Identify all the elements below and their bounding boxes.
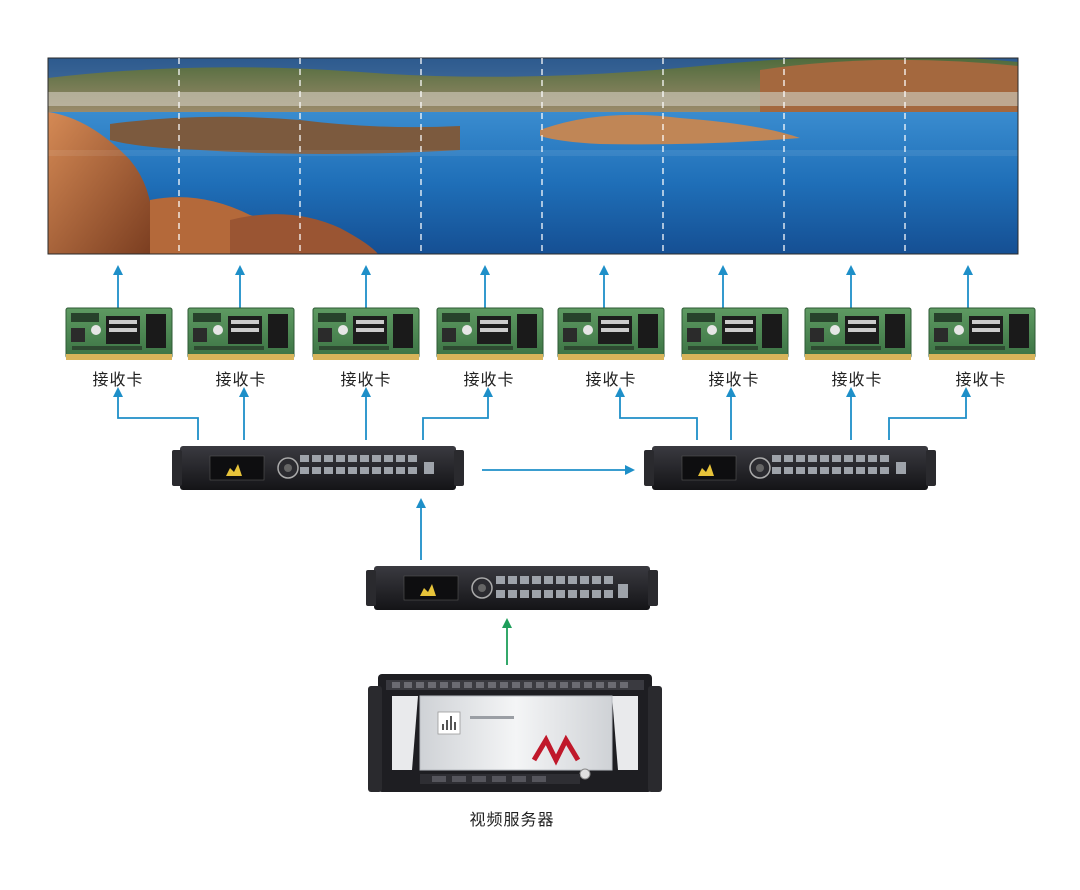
brand-logo	[531, 734, 581, 766]
receiver-card-3	[312, 307, 420, 361]
receiver-card-label-2: 接收卡	[215, 370, 267, 389]
receiver-card-label-8: 接收卡	[955, 370, 1007, 389]
receiver-card-4	[436, 307, 544, 361]
arrow-ctrl2-card8	[888, 387, 971, 440]
arrow-ctrl1-card1	[113, 387, 199, 440]
receiver-card-6	[681, 307, 789, 361]
receiver-card-7	[804, 307, 912, 361]
receiver-card-label-3: 接收卡	[340, 370, 392, 389]
receiver-card-label-1: 接收卡	[92, 370, 144, 389]
video-server-label: 视频服务器	[469, 810, 555, 829]
receiver-card-8	[928, 307, 1036, 361]
receiver-card-label-6: 接收卡	[708, 370, 760, 389]
video-processor	[365, 565, 659, 611]
sending-controller-2	[643, 445, 937, 491]
receiver-card-label-7: 接收卡	[831, 370, 883, 389]
arrow-ctrl1-card4	[422, 387, 493, 440]
sending-controller-1	[171, 445, 465, 491]
receiver-card-label-5: 接收卡	[585, 370, 637, 389]
receiver-card-label-4: 接收卡	[463, 370, 515, 389]
video-server	[368, 674, 662, 792]
arrow-ctrl2-card5	[615, 387, 698, 440]
receiver-card-2	[187, 307, 295, 361]
led-wall-image	[47, 57, 1019, 255]
receiver-card-1	[65, 307, 173, 361]
receiver-card-5	[557, 307, 665, 361]
